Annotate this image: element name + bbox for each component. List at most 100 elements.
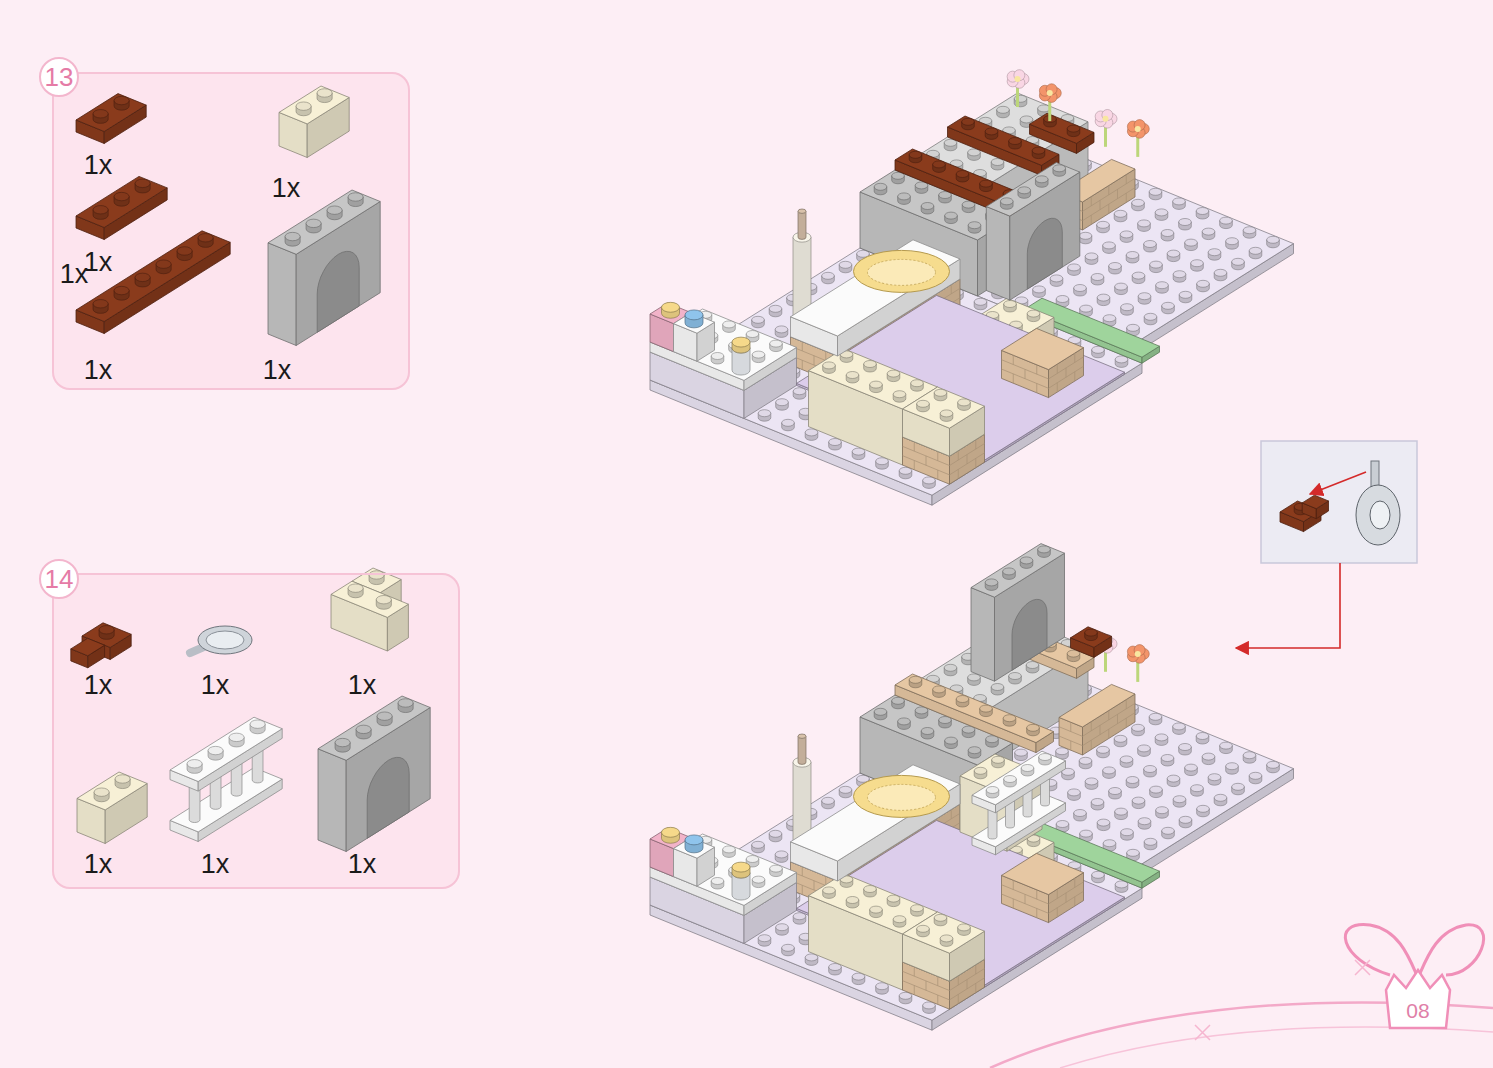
stud-top bbox=[306, 219, 321, 227]
stud-top bbox=[974, 767, 987, 774]
stud-top bbox=[1074, 810, 1087, 817]
brick-line bbox=[975, 965, 976, 974]
stud-top bbox=[1027, 724, 1040, 731]
step-panel: 131x1x1x1x1x1x bbox=[52, 72, 410, 390]
stud-top bbox=[911, 905, 924, 912]
part-count: 1x bbox=[272, 175, 301, 202]
stud-top bbox=[135, 179, 150, 187]
brick-line bbox=[1013, 899, 1014, 908]
stud-top bbox=[746, 856, 759, 863]
stud-top bbox=[93, 206, 108, 214]
brick-face bbox=[77, 772, 147, 810]
stud-top bbox=[870, 906, 883, 913]
stud-top bbox=[1079, 232, 1092, 239]
stud-top bbox=[1109, 788, 1122, 795]
part-count: 1x bbox=[201, 851, 230, 878]
stud-top bbox=[114, 96, 129, 104]
brick-line bbox=[1002, 885, 1049, 904]
stud-top bbox=[770, 340, 783, 347]
brick-line bbox=[1091, 197, 1092, 206]
brick-line bbox=[958, 469, 959, 478]
brick-face bbox=[903, 912, 985, 953]
brick-line bbox=[1036, 365, 1037, 374]
wheel bbox=[1356, 485, 1400, 545]
stud-top bbox=[1267, 761, 1280, 768]
stud-top bbox=[1126, 252, 1139, 259]
stud-top bbox=[1155, 734, 1168, 741]
stud-top bbox=[839, 261, 852, 268]
stud-top bbox=[775, 851, 788, 858]
stud-top bbox=[839, 786, 852, 793]
brick-line bbox=[814, 881, 815, 890]
brick-face bbox=[318, 749, 346, 852]
stud-top bbox=[752, 876, 765, 883]
stud-top bbox=[911, 380, 924, 387]
stud-top bbox=[327, 206, 342, 214]
stud-top bbox=[1009, 673, 1022, 680]
round-top bbox=[662, 302, 680, 312]
brick-line bbox=[975, 983, 976, 992]
brick-line bbox=[958, 976, 959, 985]
arch-opening bbox=[1012, 599, 1047, 670]
stud-top bbox=[115, 775, 130, 783]
brick-line bbox=[975, 458, 976, 467]
stud-top bbox=[1202, 753, 1215, 760]
stud-top bbox=[1039, 754, 1052, 761]
brick-line bbox=[903, 456, 950, 475]
brick-face bbox=[903, 387, 985, 428]
stud-top bbox=[1138, 818, 1151, 825]
crown-frame bbox=[1386, 970, 1450, 1028]
stud-top bbox=[1074, 285, 1087, 292]
stud-top bbox=[1097, 819, 1110, 826]
stud-top bbox=[752, 351, 765, 358]
part-count: 1x bbox=[84, 357, 113, 384]
brick-line bbox=[802, 360, 803, 369]
stud-top bbox=[1173, 723, 1186, 730]
brick-line bbox=[1066, 893, 1067, 902]
stud-top bbox=[93, 110, 108, 118]
pan-rim bbox=[198, 626, 252, 654]
stud-top bbox=[1191, 260, 1204, 267]
brick-line bbox=[937, 995, 938, 1004]
stud-top bbox=[1179, 816, 1192, 823]
stud-top bbox=[758, 935, 771, 942]
stud-top bbox=[776, 924, 789, 931]
stud-top bbox=[1114, 735, 1127, 742]
stud-top bbox=[1138, 220, 1151, 227]
stud-top bbox=[1027, 310, 1040, 317]
brick-line bbox=[1025, 894, 1026, 903]
stud-top bbox=[1003, 715, 1016, 722]
brick-face bbox=[71, 638, 105, 656]
stud-top bbox=[1232, 258, 1245, 265]
stud-top bbox=[822, 272, 835, 279]
stud-top bbox=[1032, 147, 1045, 154]
stud-top bbox=[1185, 764, 1198, 771]
stud-top bbox=[874, 183, 887, 190]
stud-top bbox=[94, 788, 109, 796]
stud-top bbox=[1226, 763, 1239, 770]
stud-top bbox=[377, 712, 392, 720]
stud-top bbox=[135, 273, 150, 281]
stud-top bbox=[1103, 315, 1116, 322]
brick-line bbox=[1049, 882, 1084, 904]
arch-opening bbox=[367, 757, 409, 838]
brick-line bbox=[967, 455, 968, 464]
round-top bbox=[798, 734, 806, 738]
stud-top bbox=[968, 747, 981, 754]
brick-line bbox=[1057, 383, 1058, 392]
stud-top bbox=[1091, 274, 1104, 281]
stud-top bbox=[1214, 794, 1227, 801]
stud-top bbox=[1003, 568, 1016, 575]
stud-top bbox=[968, 222, 981, 229]
stud-top bbox=[934, 389, 947, 396]
sparkle bbox=[1195, 960, 1370, 1040]
stud-top bbox=[1173, 271, 1186, 278]
brick-line bbox=[1108, 186, 1109, 195]
step-panel-ground bbox=[52, 573, 460, 889]
stud-top bbox=[956, 171, 969, 178]
stud-top bbox=[1068, 264, 1081, 271]
stud-top bbox=[285, 232, 300, 240]
stud-top bbox=[1144, 838, 1157, 845]
brick-face bbox=[791, 765, 961, 861]
stud-top bbox=[985, 128, 998, 135]
